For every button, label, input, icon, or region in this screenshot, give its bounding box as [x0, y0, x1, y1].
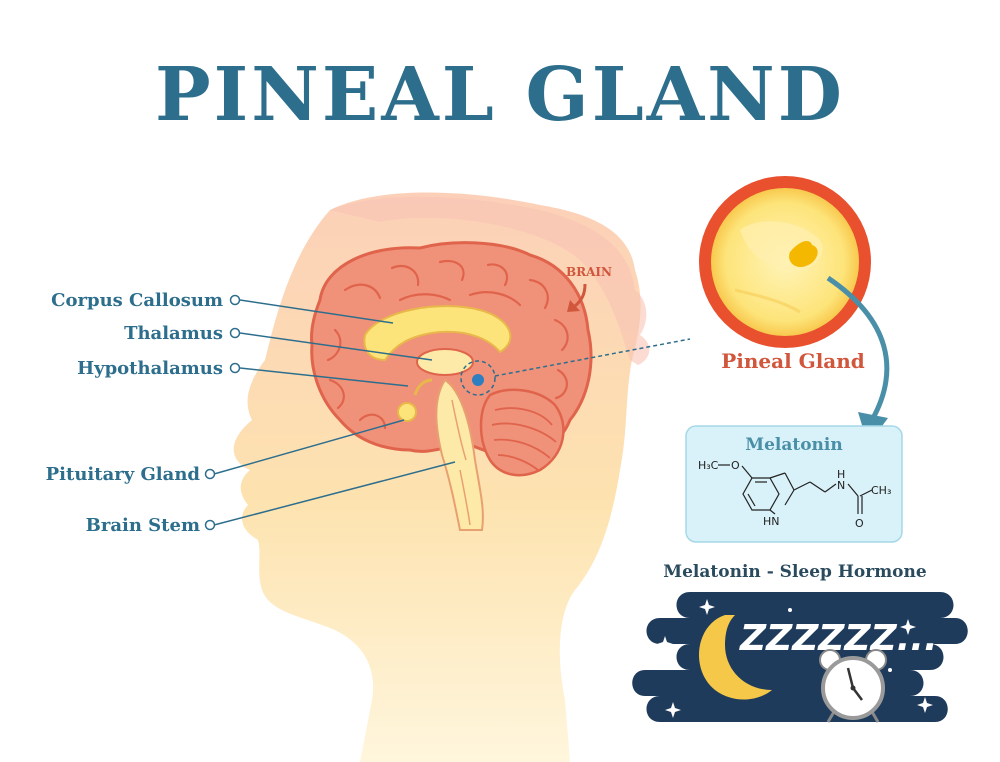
atom-ch3: CH₃: [871, 484, 891, 497]
atom-o: O: [731, 459, 740, 472]
sleep-hormone-title: Melatonin - Sleep Hormone: [663, 562, 927, 582]
melatonin-box: Melatonin H₃C O HN N H O CH₃: [685, 425, 903, 543]
brain-arrow: [574, 283, 587, 308]
pineal-dot: [472, 374, 484, 386]
melatonin-title: Melatonin: [745, 435, 842, 455]
atom-h: H: [837, 468, 845, 481]
night-scene: ZZZZZZ...: [632, 592, 968, 723]
hypothalamus-label: Hypothalamus: [77, 358, 223, 379]
atom-n: N: [837, 479, 845, 492]
alarm-clock-icon: [819, 649, 887, 723]
snore-text: ZZZZZZ...: [739, 618, 938, 659]
pineal-to-melatonin-arrow: [826, 275, 890, 422]
thalamus-label: Thalamus: [124, 323, 223, 344]
pineal-zoom: [699, 176, 871, 348]
atom-hn: HN: [763, 515, 780, 528]
atom-o2: O: [855, 517, 864, 530]
pineal-gland-label: Pineal Gland: [721, 349, 865, 373]
pineal-highlight-circle: [460, 360, 496, 396]
pineal-zoom-line: [494, 338, 691, 377]
brain-stem-label: Brain Stem: [86, 515, 200, 536]
page-title: PINEAL GLAND: [155, 52, 845, 138]
brain-illustration: [310, 241, 593, 531]
corpus-callosum-label: Corpus Callosum: [51, 290, 223, 311]
atom-h3c: H₃C: [698, 459, 719, 472]
pituitary-gland-label: Pituitary Gland: [46, 464, 201, 485]
brain-label: BRAIN: [566, 265, 612, 279]
melatonin-structure: [718, 464, 873, 515]
callout-lines: [204, 294, 456, 531]
